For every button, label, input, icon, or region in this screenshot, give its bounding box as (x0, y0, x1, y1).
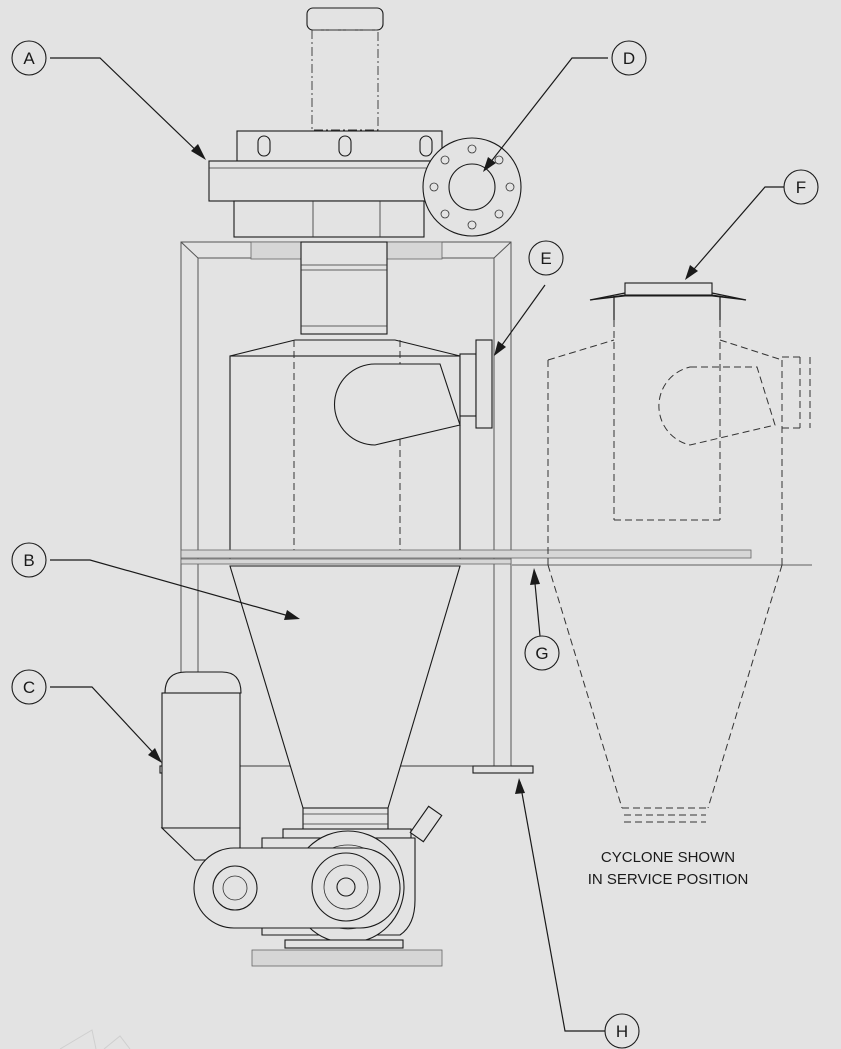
callout-b: B (11, 542, 47, 578)
airlock-drive (160, 671, 443, 967)
caption-line-1: CYCLONE SHOWN (601, 849, 735, 866)
callout-leaders (50, 57, 784, 1032)
cyclone-service-position (547, 282, 811, 823)
callout-a: A (11, 40, 47, 76)
cyclone-body (180, 241, 812, 831)
callout-g: G (524, 635, 560, 671)
callout-a-label: A (23, 49, 35, 68)
callout-e: E (528, 240, 564, 276)
callout-e-label: E (540, 249, 551, 268)
callout-f-label: F (796, 178, 806, 197)
callout-f: F (783, 169, 819, 205)
callout-c-label: C (23, 678, 35, 697)
callout-c: C (11, 669, 47, 705)
callout-g-label: G (535, 644, 548, 663)
caption-line-2: IN SERVICE POSITION (588, 871, 749, 888)
corner-watermark (59, 1029, 131, 1049)
callout-h-label: H (616, 1022, 628, 1041)
service-position-caption: CYCLONE SHOWN IN SERVICE POSITION (588, 849, 749, 888)
blower-assembly (208, 7, 522, 238)
callout-d-label: D (623, 49, 635, 68)
callout-d: D (611, 40, 647, 76)
callout-h: H (604, 1013, 640, 1049)
callout-b-label: B (23, 551, 34, 570)
